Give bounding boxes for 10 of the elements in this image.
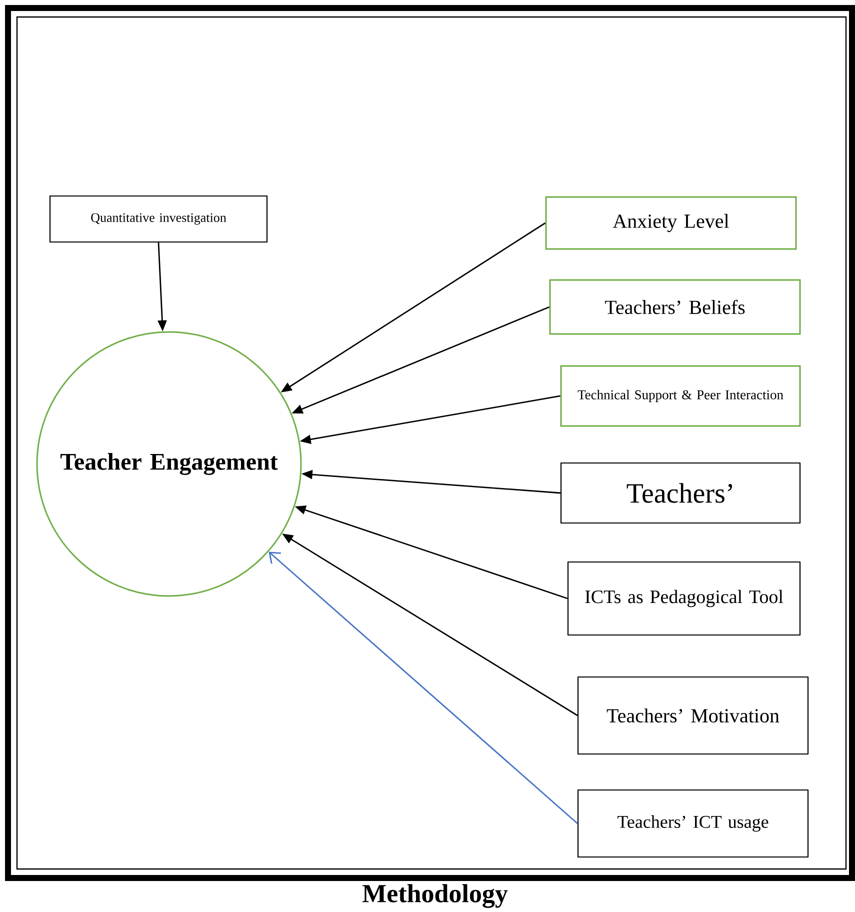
factor-box: Teachers’ ICT usage [577,789,809,858]
factor-box: Teachers’ Beliefs [549,279,801,335]
factor-box: ICTs as Pedagogical Tool [567,561,801,636]
factor-box: Anxiety Level [545,196,797,250]
method-box: Quantitative investigation [49,195,268,243]
factor-box: Technical Support & Peer Interaction [560,365,801,427]
arrow [268,552,578,824]
factor-box: Teachers’ [560,462,801,524]
factor-box: Teachers’ Motivation [577,676,809,755]
caption: Methodology [362,884,508,908]
